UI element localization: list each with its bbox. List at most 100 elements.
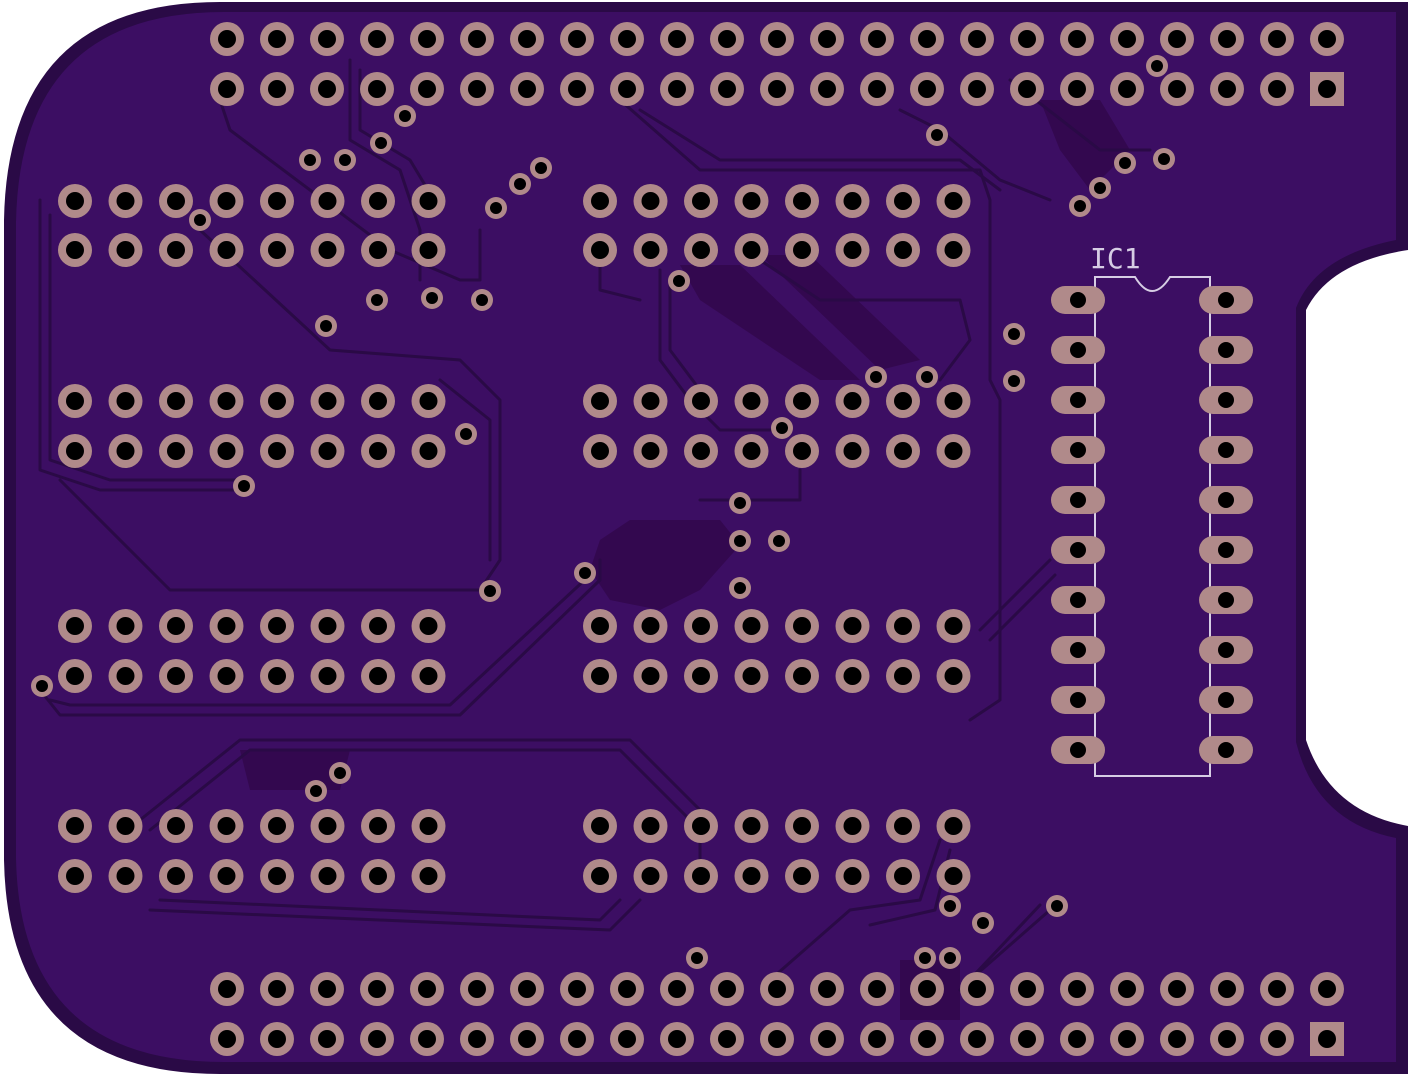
header-top-pad bbox=[1260, 72, 1294, 106]
via bbox=[485, 197, 507, 219]
header-bottom-pad bbox=[260, 1022, 294, 1056]
via bbox=[914, 947, 936, 969]
connector-pad bbox=[411, 659, 446, 693]
connector-pad bbox=[361, 384, 395, 418]
connector-pad bbox=[58, 809, 92, 843]
header-top-pad bbox=[760, 72, 794, 106]
via bbox=[972, 912, 994, 934]
connector-pad bbox=[886, 384, 920, 418]
header-bottom-pad bbox=[1260, 1022, 1294, 1056]
ic1-footprint: IC1 bbox=[1090, 242, 1211, 777]
connector-pad bbox=[209, 659, 244, 693]
header-bottom-pad bbox=[310, 972, 344, 1006]
header-top-pad bbox=[1010, 22, 1044, 56]
header-bottom-pad bbox=[1210, 1022, 1244, 1056]
copper-pours bbox=[240, 100, 1130, 1020]
header-top-pad bbox=[860, 22, 894, 56]
connector-pad bbox=[58, 859, 92, 893]
via bbox=[233, 475, 255, 497]
connector-pad bbox=[785, 809, 819, 843]
connector-pad bbox=[260, 609, 294, 643]
header-top-pad bbox=[260, 22, 294, 56]
header-bottom-pad bbox=[210, 972, 244, 1006]
connector-pad bbox=[411, 384, 446, 418]
connector-pad bbox=[734, 434, 769, 468]
header-bottom-pad bbox=[1110, 972, 1144, 1006]
header-top-pad bbox=[560, 72, 594, 106]
connector-pad bbox=[835, 384, 870, 418]
header-top-pad bbox=[210, 22, 244, 56]
header-top-pad bbox=[910, 72, 944, 106]
connector-pad bbox=[835, 609, 870, 643]
header-bottom-pad bbox=[660, 972, 694, 1006]
connector-pad bbox=[684, 434, 718, 468]
connector-pad bbox=[411, 434, 446, 468]
header-bottom-pad bbox=[910, 1022, 944, 1056]
header-bottom-pad bbox=[1160, 1022, 1194, 1056]
via bbox=[421, 287, 443, 309]
header-top-pad bbox=[1210, 72, 1244, 106]
connector-pad bbox=[209, 184, 244, 218]
connector-pad bbox=[785, 184, 819, 218]
header-bottom-pad bbox=[1160, 972, 1194, 1006]
header-top-pad bbox=[810, 22, 844, 56]
header-top-pad bbox=[960, 72, 994, 106]
connector-pad bbox=[936, 233, 971, 267]
connector-pad bbox=[108, 809, 143, 843]
header-bottom-pad bbox=[1110, 1022, 1144, 1056]
connector-pad bbox=[58, 184, 92, 218]
header-top-pad bbox=[1160, 72, 1194, 106]
ic1-pin-pad bbox=[1051, 586, 1105, 614]
via bbox=[189, 209, 211, 231]
via bbox=[939, 895, 961, 917]
connector-pad bbox=[583, 384, 617, 418]
header-bottom-pad bbox=[810, 972, 844, 1006]
connector-pad bbox=[785, 609, 819, 643]
connector-pad bbox=[583, 859, 617, 893]
via bbox=[31, 675, 53, 697]
header-bottom-pad bbox=[460, 972, 494, 1006]
header-bottom-pad bbox=[1010, 1022, 1044, 1056]
via bbox=[1046, 895, 1068, 917]
connector-pad bbox=[734, 859, 769, 893]
connector-pad bbox=[936, 184, 971, 218]
via bbox=[334, 149, 356, 171]
connector-pad bbox=[734, 233, 769, 267]
connector-pad bbox=[936, 659, 971, 693]
connector-pad bbox=[633, 859, 668, 893]
header-top-pad bbox=[1010, 72, 1044, 106]
connector-pad bbox=[361, 434, 395, 468]
connector-pad bbox=[583, 434, 617, 468]
connector-pad bbox=[684, 659, 718, 693]
via bbox=[1114, 152, 1136, 174]
header-bottom-pad bbox=[260, 972, 294, 1006]
connector-pad bbox=[734, 384, 769, 418]
connector-pad bbox=[361, 233, 395, 267]
connector-pad bbox=[209, 384, 244, 418]
connector-pad bbox=[58, 609, 92, 643]
header-bottom-pad bbox=[1210, 972, 1244, 1006]
connector-pad bbox=[361, 609, 395, 643]
connector-pad bbox=[159, 859, 193, 893]
connector-pad bbox=[583, 233, 617, 267]
via bbox=[771, 417, 793, 439]
header-bottom-pad bbox=[760, 1022, 794, 1056]
via bbox=[926, 124, 948, 146]
connector-pad bbox=[886, 434, 920, 468]
header-top-pad bbox=[1210, 22, 1244, 56]
connector-pad bbox=[583, 659, 617, 693]
via bbox=[1153, 148, 1175, 170]
header-bottom-pad bbox=[1060, 972, 1094, 1006]
connector-pad bbox=[260, 434, 294, 468]
header-top-pad bbox=[610, 72, 644, 106]
connector-pad bbox=[361, 184, 395, 218]
ic1-pin-pad bbox=[1051, 686, 1105, 714]
header-top-pad bbox=[660, 22, 694, 56]
header-top-pad bbox=[360, 72, 394, 106]
via bbox=[1003, 323, 1025, 345]
ic1-pin-pad bbox=[1199, 386, 1253, 414]
header-bottom-pad bbox=[710, 972, 744, 1006]
header-bottom-pad bbox=[860, 972, 894, 1006]
header-top-pad bbox=[310, 72, 344, 106]
header-top-pad bbox=[360, 22, 394, 56]
